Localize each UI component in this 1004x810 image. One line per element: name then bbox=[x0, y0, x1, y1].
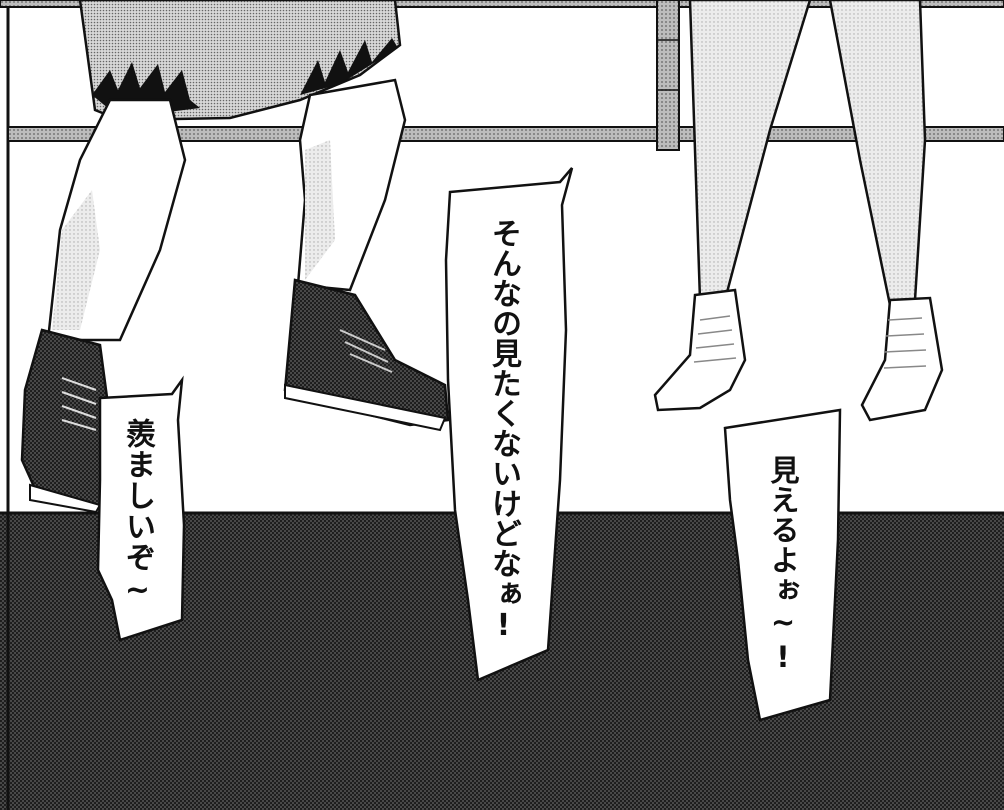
right-character-legs-icon bbox=[653, 0, 944, 422]
speech-bubble-center bbox=[444, 167, 574, 682]
speech-text-right: 見えるよぉ~! bbox=[766, 455, 800, 675]
speech-text-left: 羨ましいぞ~ bbox=[120, 418, 155, 609]
speech-bubble-left bbox=[96, 375, 186, 642]
left-character-legs-icon bbox=[20, 0, 450, 514]
speech-text-center: そんなの見たくないけどなぁ! bbox=[486, 218, 521, 643]
speech-bubble-right bbox=[723, 408, 842, 722]
